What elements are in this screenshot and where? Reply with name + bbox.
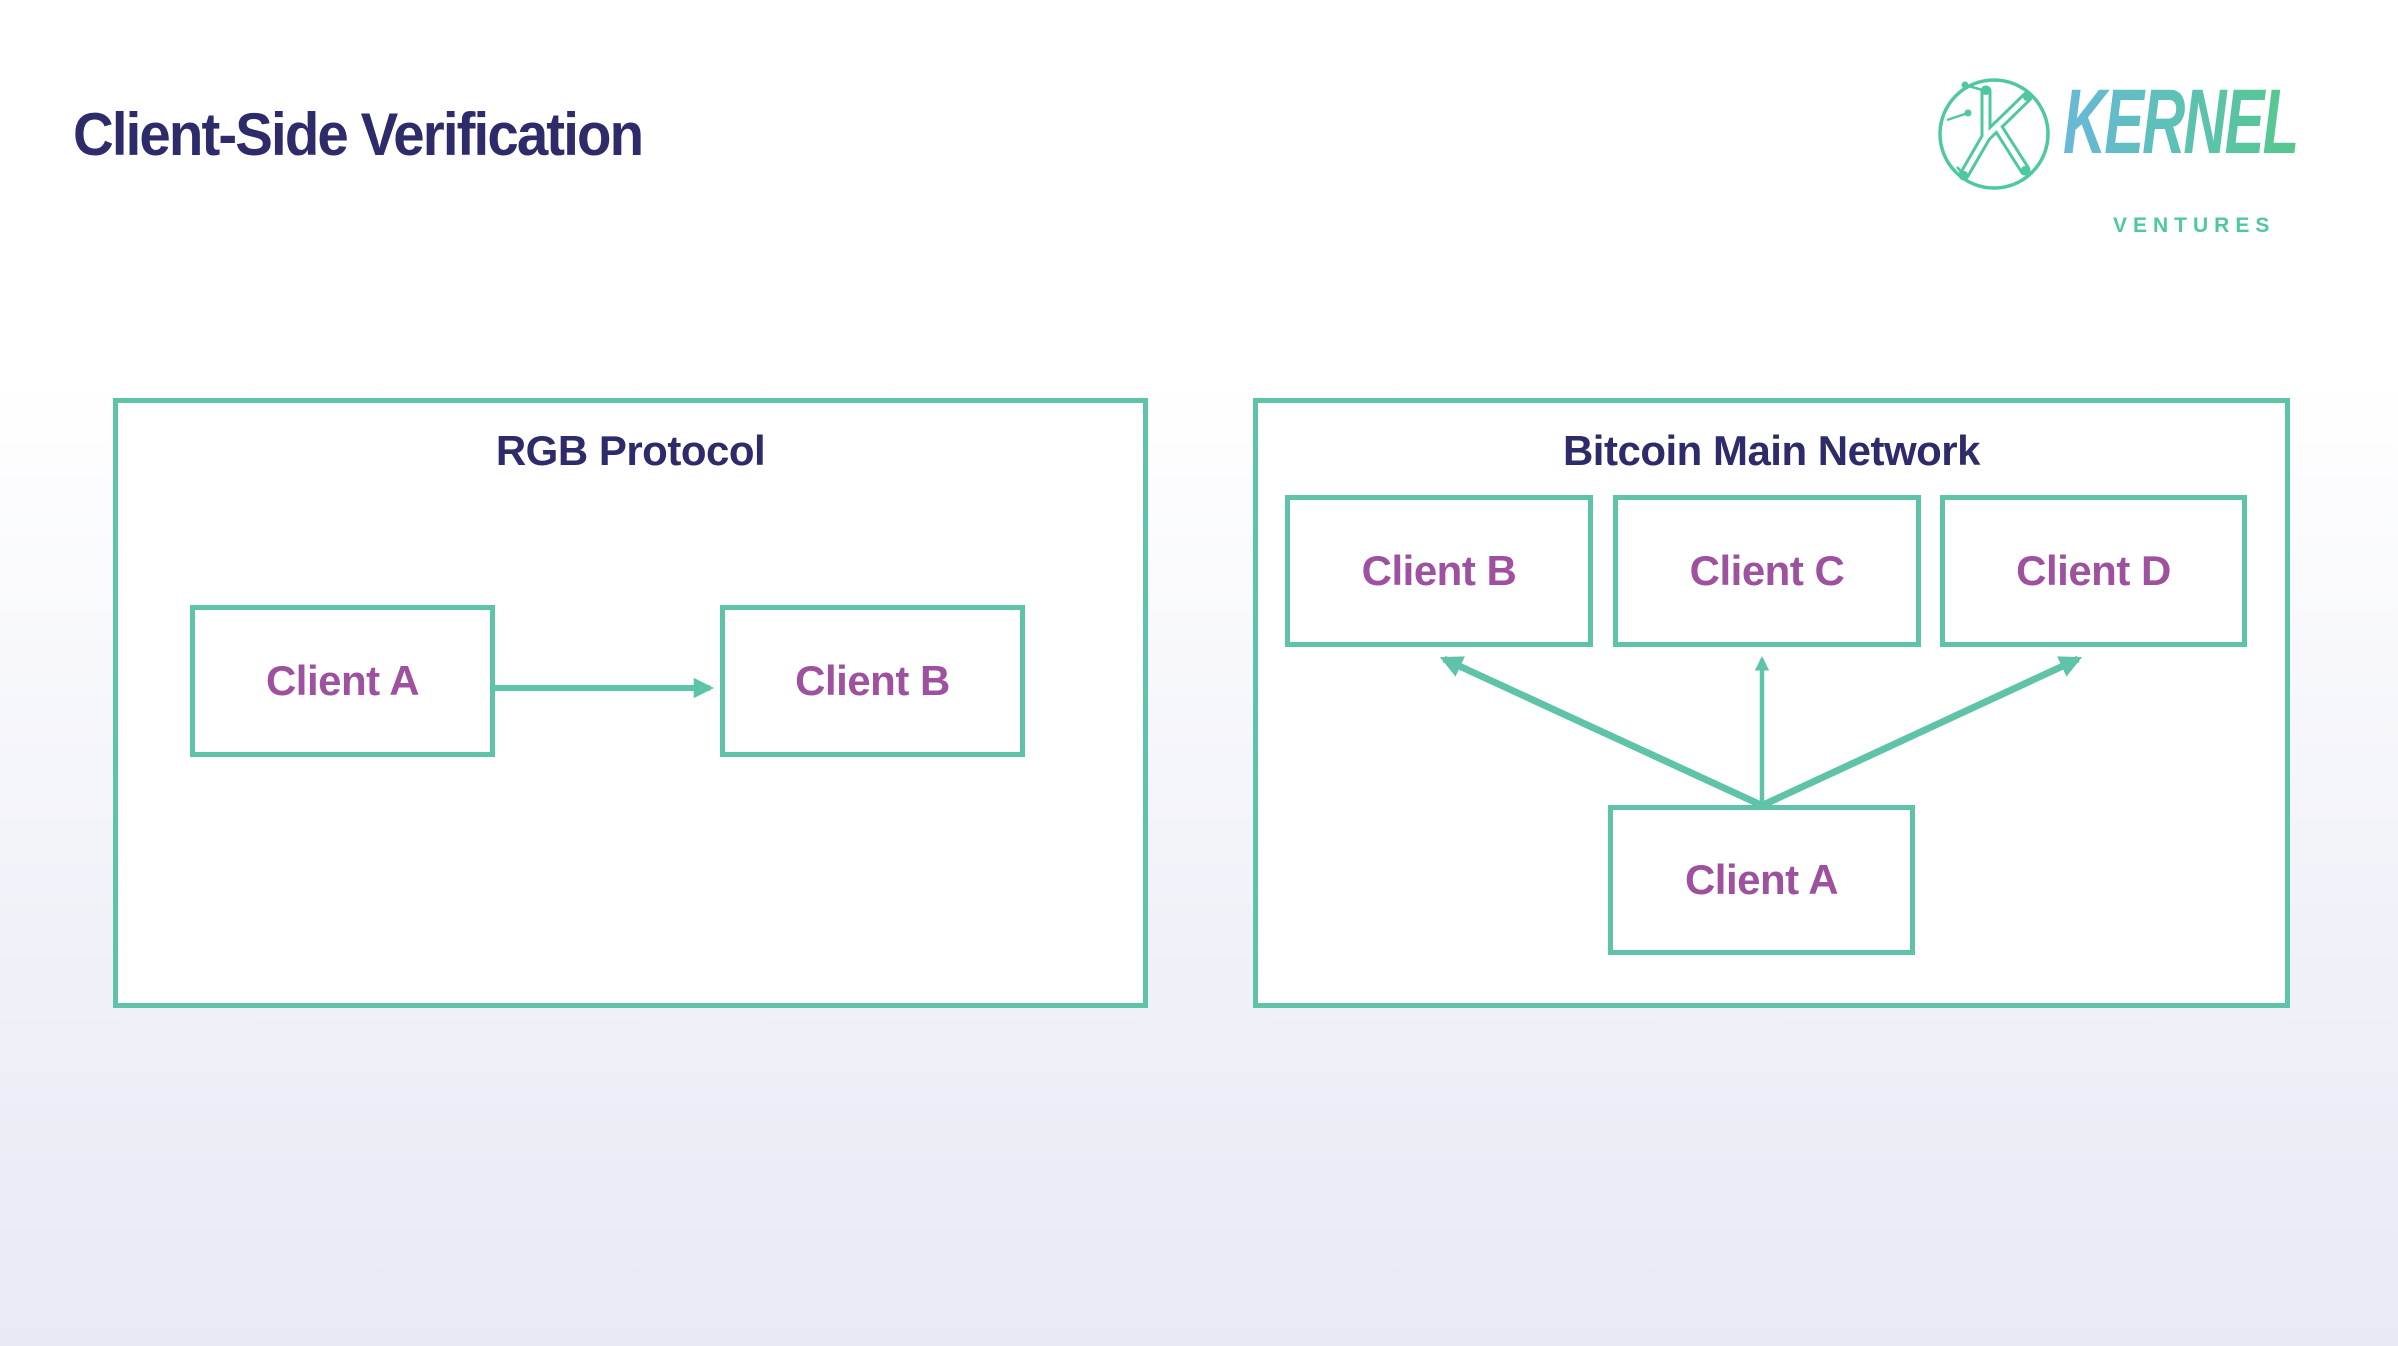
node-client-a: Client A (190, 605, 495, 757)
node-client-d: Client D (1940, 495, 2247, 647)
kernel-k-icon (1938, 78, 2050, 190)
node-client-a: Client A (1608, 805, 1915, 955)
logo-brand-text: KERNEL (2063, 71, 2299, 173)
node-client-c: Client C (1613, 495, 1921, 647)
node-label: Client D (2016, 547, 2171, 594)
node-label: Client A (1684, 856, 1839, 903)
node-label: Client B (795, 657, 950, 704)
node-client-b: Client B (720, 605, 1025, 757)
arrow-a-to-d (1761, 655, 2083, 809)
node-label: Client C (1689, 547, 1845, 594)
node-client-b: Client B (1285, 495, 1593, 647)
bitcoin-main-network-panel: Bitcoin Main Network Client B Client C C… (1253, 398, 2290, 1008)
arrow-a-to-b (1439, 655, 1763, 809)
logo-subtitle-text: VENTURES (2113, 214, 2276, 237)
rgb-protocol-panel: RGB Protocol Client A Client B (113, 398, 1148, 1008)
node-label: Client B (1361, 547, 1517, 594)
rgb-protocol-title: RGB Protocol (495, 427, 766, 474)
kernel-ventures-logo: KERNEL VENTURES (1935, 72, 2335, 252)
bitcoin-main-network-title: Bitcoin Main Network (1562, 427, 1981, 474)
page-title: Client-Side Verification (73, 101, 644, 168)
node-label: Client A (265, 657, 420, 704)
